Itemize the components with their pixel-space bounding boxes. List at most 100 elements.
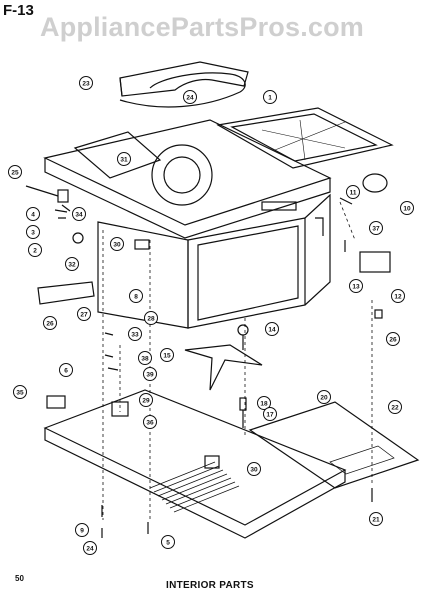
cavity-opening	[187, 217, 306, 329]
callout-text: 21	[372, 517, 380, 524]
figure-id: F-13	[3, 2, 34, 19]
callout-25	[8, 165, 22, 179]
base-vents	[149, 461, 240, 513]
callout-21	[369, 512, 383, 526]
callout-26-left	[43, 316, 57, 330]
part-32	[72, 232, 84, 244]
part-4	[57, 189, 69, 203]
callout-text: 39	[146, 372, 154, 379]
callout-30-lower	[247, 462, 261, 476]
part-14	[237, 324, 249, 336]
callout-text: 13	[352, 284, 360, 291]
callout-37	[369, 221, 383, 235]
side-strip	[261, 201, 297, 211]
callout-text: 11	[350, 190, 357, 197]
callout-text: 27	[80, 312, 88, 319]
callout-text: 23	[82, 81, 90, 88]
callout-text: 5	[166, 540, 170, 547]
callout-12	[391, 289, 405, 303]
part-30-lower	[204, 455, 220, 469]
callout-text: 3	[31, 230, 35, 237]
callout-10	[400, 201, 414, 215]
callout-text: 22	[391, 405, 399, 412]
callout-text: 24	[186, 95, 194, 102]
callout-text: 38	[141, 356, 149, 363]
callout-text: 29	[142, 398, 150, 405]
callout-text: 31	[120, 157, 128, 164]
callout-text: 36	[146, 420, 154, 427]
callout-text: 1	[268, 95, 272, 102]
wire-loop	[119, 72, 246, 108]
fan-blade	[184, 344, 263, 391]
callout-text: 4	[31, 212, 35, 219]
callout-4	[26, 207, 40, 221]
cavity-left-panel	[97, 221, 189, 329]
callout-26-right	[386, 332, 400, 346]
relay-12	[359, 251, 391, 273]
callout-text: 33	[131, 332, 139, 339]
part-6	[46, 395, 66, 409]
part-30-upper	[134, 239, 150, 250]
callout-text: 35	[16, 390, 24, 397]
page-number: 50	[15, 574, 24, 583]
callout-35	[13, 385, 27, 399]
callout-2	[28, 243, 42, 257]
callout-31	[117, 152, 131, 166]
callout-5	[161, 535, 175, 549]
callout-8-mid	[129, 289, 143, 303]
callout-text: 15	[163, 353, 171, 360]
callout-24-bottom	[83, 541, 97, 555]
callout-6	[59, 363, 73, 377]
callout-text: 8	[134, 294, 138, 301]
callout-3	[26, 225, 40, 239]
callout-34	[72, 207, 86, 221]
callout-text: 24	[86, 546, 94, 553]
watermark: AppliancePartsPros.com	[40, 12, 365, 42]
callout-22	[388, 400, 402, 414]
callout-text: 25	[11, 170, 19, 177]
callout-23	[79, 76, 93, 90]
callout-29	[139, 393, 153, 407]
callout-24-top	[183, 90, 197, 104]
callout-text: 14	[268, 327, 276, 334]
callout-text: 17	[266, 412, 274, 419]
base-pan	[43, 389, 347, 526]
callout-18	[257, 396, 271, 410]
part-26-right	[374, 309, 383, 319]
callout-15	[160, 348, 174, 362]
callout-text: 10	[403, 206, 411, 213]
callout-bubbles	[8, 76, 414, 555]
part-29	[111, 401, 129, 417]
callout-27	[77, 307, 91, 321]
callout-text: 30	[250, 467, 258, 474]
part-10	[362, 173, 388, 193]
callout-33	[128, 327, 142, 341]
fan-grille	[151, 144, 213, 206]
tray	[216, 107, 394, 169]
callout-32	[65, 257, 79, 271]
callout-text: 34	[75, 212, 83, 219]
callout-1	[263, 90, 277, 104]
callout-36	[143, 415, 157, 429]
callout-numbers: 23 24 1 25 31 11 10 4 34 3 2 30 37 32 13…	[11, 81, 411, 553]
figure-caption: INTERIOR PARTS	[166, 580, 254, 591]
callout-11	[346, 185, 360, 199]
top-bracket	[119, 61, 249, 97]
control-box	[73, 131, 162, 179]
callout-text: 12	[394, 294, 402, 301]
callout-text: 37	[372, 226, 380, 233]
callout-text: 18	[260, 401, 268, 408]
callout-text: 30	[113, 242, 121, 249]
callout-20	[317, 390, 331, 404]
callout-text: 28	[147, 316, 155, 323]
cover-20	[248, 401, 420, 489]
callout-30-upper	[110, 237, 124, 251]
callout-39	[143, 367, 157, 381]
callout-text: 20	[320, 395, 328, 402]
callout-text: 32	[68, 262, 76, 269]
callout-13	[349, 279, 363, 293]
plate-27	[37, 281, 95, 305]
callout-38	[138, 351, 152, 365]
callout-text: 6	[64, 368, 68, 375]
